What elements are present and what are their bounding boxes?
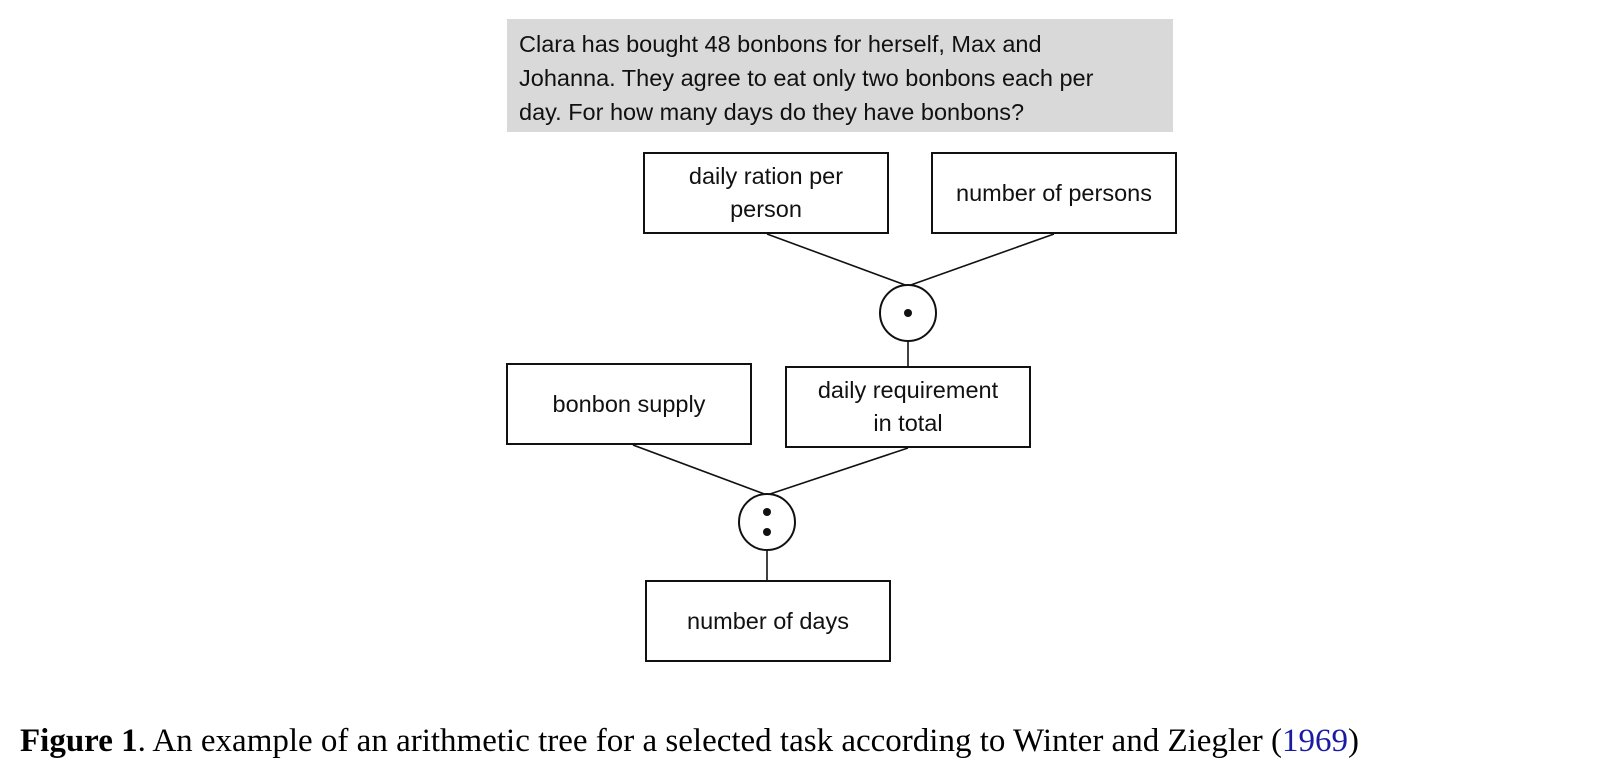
caption-close: ) bbox=[1347, 723, 1359, 759]
node-daily-ration-per-person: daily ration per person bbox=[643, 152, 889, 234]
caption-text: . An example of an arithmetic tree for a… bbox=[137, 723, 1282, 759]
node-label: bonbon supply bbox=[552, 390, 706, 417]
node-label: in total bbox=[873, 410, 943, 436]
node-number-of-persons: number of persons bbox=[931, 152, 1177, 234]
node-bonbon-supply: bonbon supply bbox=[506, 363, 752, 445]
edge-ration-to-multiply bbox=[766, 233, 909, 287]
node-label: number of persons bbox=[956, 179, 1152, 206]
edge-requirement-to-divide bbox=[766, 447, 909, 496]
divide-dot-top-icon bbox=[763, 508, 771, 516]
edge-supply-to-divide bbox=[632, 444, 768, 496]
node-daily-requirement-in-total: daily requirement in total bbox=[785, 366, 1031, 448]
node-label: person bbox=[730, 196, 802, 222]
edge-persons-to-multiply bbox=[907, 233, 1055, 287]
multiply-operator bbox=[879, 284, 937, 342]
problem-statement: Clara has bought 48 bonbons for herself,… bbox=[507, 19, 1173, 132]
divide-dot-bottom-icon bbox=[763, 528, 771, 536]
problem-line: day. For how many days do they have bonb… bbox=[519, 99, 1025, 125]
node-label: daily requirement bbox=[817, 377, 999, 403]
problem-line: Johanna. They agree to eat only two bonb… bbox=[519, 65, 1094, 91]
figure-label: Figure 1 bbox=[20, 723, 138, 759]
node-number-of-days: number of days bbox=[645, 580, 891, 662]
node-label: number of days bbox=[687, 607, 849, 634]
node-label: daily ration per bbox=[688, 163, 844, 189]
problem-line: Clara has bought 48 bonbons for herself,… bbox=[519, 31, 1042, 57]
citation-year-link[interactable]: 1969 bbox=[1281, 723, 1348, 759]
figure-caption: Figure 1. An example of an arithmetic tr… bbox=[20, 719, 1359, 763]
multiply-dot-icon bbox=[904, 309, 912, 317]
divide-operator bbox=[738, 493, 796, 551]
